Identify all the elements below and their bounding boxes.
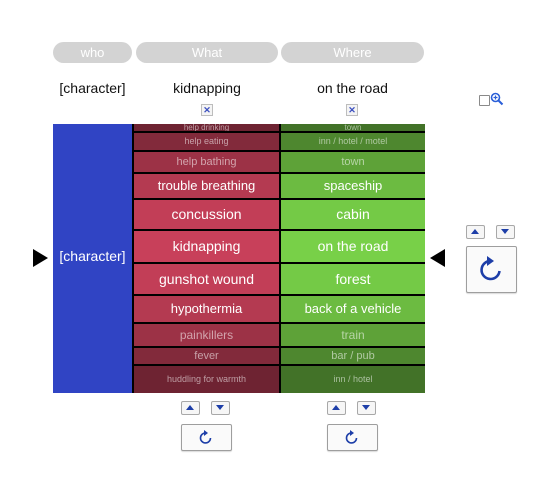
zoom-icon[interactable] — [490, 92, 504, 106]
where-reel-item: bar / pub — [281, 348, 425, 364]
selected-who: [character] — [59, 80, 126, 96]
down-arrow-icon — [501, 229, 509, 234]
what-reel-item: hypothermia — [134, 296, 279, 322]
who-reel-label: [character] — [59, 248, 126, 264]
up-arrow-icon — [332, 405, 340, 410]
right-pointer-icon — [430, 249, 445, 267]
left-pointer-icon — [33, 249, 48, 267]
what-reel-item: kidnapping — [134, 231, 279, 262]
refresh-icon — [345, 430, 358, 444]
remove-where-button[interactable]: ✕ — [346, 104, 358, 116]
what-reel-item: help eating — [134, 133, 279, 150]
where-header: Where — [281, 42, 424, 63]
down-arrow-icon — [216, 405, 224, 410]
what-header: What — [136, 42, 278, 63]
where-reel-item: train — [281, 324, 425, 346]
down-arrow-icon — [362, 405, 370, 410]
what-up-button[interactable] — [181, 401, 200, 415]
where-up-button[interactable] — [327, 401, 346, 415]
selected-what: kidnapping — [173, 80, 241, 96]
where-reel-item: town — [281, 152, 425, 172]
where-reel-item: back of a vehicle — [281, 296, 425, 322]
all-up-button[interactable] — [466, 225, 485, 239]
what-reel-item: help drinking — [134, 124, 279, 131]
refresh-icon — [199, 430, 212, 444]
spin-what-button[interactable] — [181, 424, 232, 451]
spin-where-button[interactable] — [327, 424, 378, 451]
what-reel-item: help bathing — [134, 152, 279, 172]
who-column[interactable] — [53, 124, 132, 393]
what-down-button[interactable] — [211, 401, 230, 415]
refresh-icon — [480, 256, 501, 281]
what-reel-item: huddling for warmth — [134, 366, 279, 393]
where-reel-item: inn / hotel — [281, 366, 425, 393]
spin-all-button[interactable] — [466, 246, 517, 293]
zoom-checkbox[interactable] — [479, 95, 490, 106]
where-down-button[interactable] — [357, 401, 376, 415]
where-reel-item: inn / hotel / motel — [281, 133, 425, 150]
what-reel-item: painkillers — [134, 324, 279, 346]
up-arrow-icon — [186, 405, 194, 410]
all-down-button[interactable] — [496, 225, 515, 239]
where-reel-item: forest — [281, 264, 425, 294]
what-reel-item: concussion — [134, 200, 279, 229]
what-reel-item: trouble breathing — [134, 174, 279, 198]
what-reel-item: gunshot wound — [134, 264, 279, 294]
where-reel-item: town — [281, 124, 425, 131]
where-reel-item: spaceship — [281, 174, 425, 198]
selected-where: on the road — [317, 80, 388, 96]
remove-what-button[interactable]: ✕ — [201, 104, 213, 116]
where-reel-item: cabin — [281, 200, 425, 229]
what-reel-item: fever — [134, 348, 279, 364]
slot-reel: [character] help drinking help eating help… — [53, 124, 425, 393]
where-reel-item: on the road — [281, 231, 425, 262]
up-arrow-icon — [471, 229, 479, 234]
who-header: who — [53, 42, 132, 63]
